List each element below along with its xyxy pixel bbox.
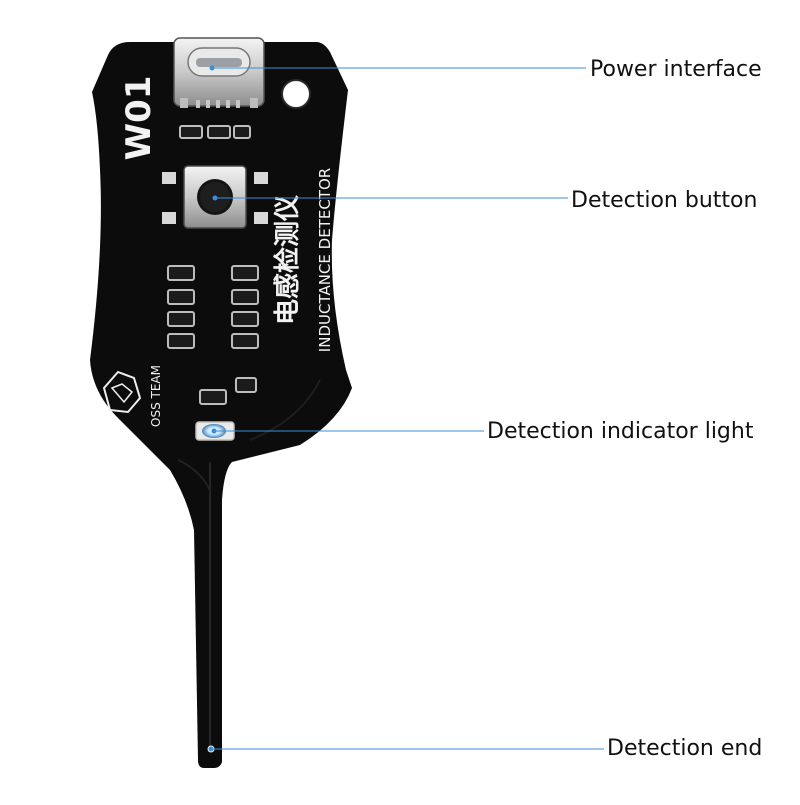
- model-label: W01: [119, 76, 159, 161]
- product-name-en: INDUCTANCE DETECTOR: [316, 168, 334, 352]
- product-name-cn: 电感检测仪: [272, 194, 303, 325]
- usb-c-connector: [173, 37, 265, 108]
- smd-components-right: [231, 265, 259, 393]
- callout-detection-end: Detection end: [607, 736, 763, 761]
- brand-logo: OSS TEAM: [102, 365, 163, 427]
- smd-components-left: [167, 265, 195, 349]
- brand-wordmark: OSS TEAM: [149, 365, 163, 427]
- callout-detection-indicator-light: Detection indicator light: [487, 419, 754, 444]
- callout-detection-button: Detection button: [571, 188, 758, 213]
- smd-components-top: [179, 125, 251, 139]
- leader-lines: [211, 67, 604, 750]
- callout-power-interface: Power interface: [590, 57, 762, 82]
- indicator-led: [195, 389, 235, 441]
- mounting-hole: [281, 79, 311, 109]
